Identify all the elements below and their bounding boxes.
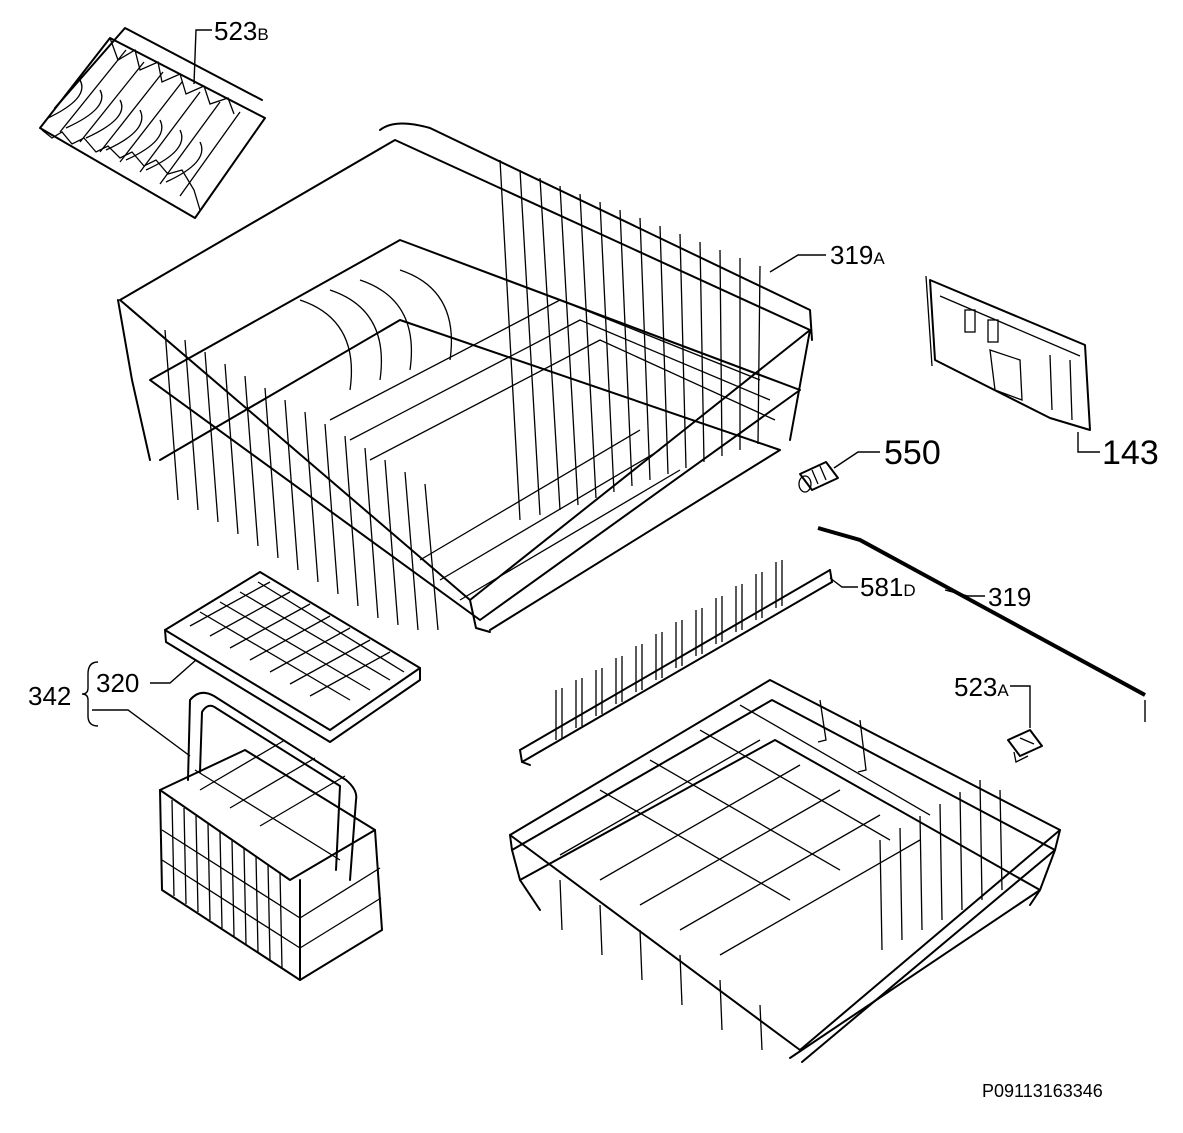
part-label-523b: 523B	[214, 16, 269, 46]
part-label-319a: 319A	[830, 240, 885, 270]
part-number: 523	[214, 16, 257, 46]
part-number: 342	[28, 681, 71, 711]
svg-text:523A: 523A	[954, 672, 1009, 702]
drawing-code: P09113163346	[982, 1081, 1103, 1101]
part-number: 320	[96, 668, 139, 698]
svg-text:581D: 581D	[860, 572, 916, 602]
part-label-342: 342	[28, 681, 71, 711]
part-number: 319	[830, 240, 873, 270]
roller-part	[798, 461, 839, 493]
part-suffix: D	[903, 581, 915, 600]
tine-row-part	[519, 560, 833, 766]
rail-part	[817, 526, 1146, 722]
part-suffix: B	[257, 25, 268, 44]
cutlery-basket-part	[159, 691, 383, 981]
part-label-581d: 581D	[860, 572, 916, 602]
leader-lines	[81, 29, 1100, 757]
part-suffix: A	[997, 681, 1009, 700]
rail-bracket-part	[925, 275, 1091, 431]
svg-text:319A: 319A	[830, 240, 885, 270]
upper-basket-part	[117, 122, 813, 633]
part-number: 319	[988, 582, 1031, 612]
lower-basket-part	[509, 679, 1061, 1063]
clip-part	[1007, 729, 1043, 763]
part-label-319: 319	[988, 582, 1031, 612]
part-label-523a: 523A	[954, 672, 1009, 702]
part-label-143: 143	[1102, 434, 1159, 472]
cup-rack-part	[39, 27, 266, 219]
part-number: 523	[954, 672, 997, 702]
part-label-550: 550	[884, 434, 941, 472]
part-number: 550	[884, 434, 941, 472]
part-number: 581	[860, 572, 903, 602]
part-label-320: 320	[96, 668, 139, 698]
part-number: 143	[1102, 434, 1159, 472]
part-suffix: A	[873, 249, 885, 268]
svg-text:523B: 523B	[214, 16, 269, 46]
cutlery-grid-part	[164, 571, 421, 743]
